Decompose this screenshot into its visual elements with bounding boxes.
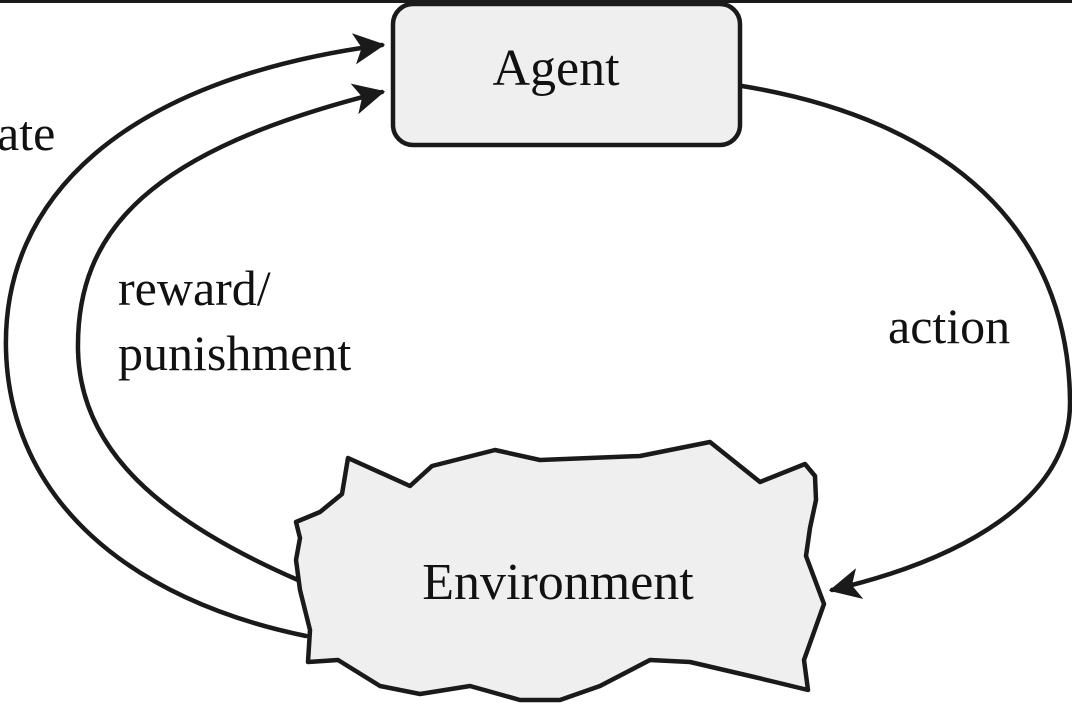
agent-node-label: Agent	[492, 40, 620, 97]
state-edge-arrow	[3, 33, 386, 639]
environment-node-label: Environment	[422, 554, 694, 611]
action-edge-label: action	[888, 298, 1010, 354]
reward-edge-label-line1: reward/	[118, 260, 271, 316]
agent-node-box	[390, 1, 743, 148]
reward-edge-label-line2: punishment	[118, 325, 351, 381]
environment-node-shape	[293, 439, 827, 703]
action-edge-arrow	[739, 83, 1072, 599]
reward-edge-arrow	[75, 83, 386, 583]
state-edge-label: ate	[0, 105, 55, 161]
